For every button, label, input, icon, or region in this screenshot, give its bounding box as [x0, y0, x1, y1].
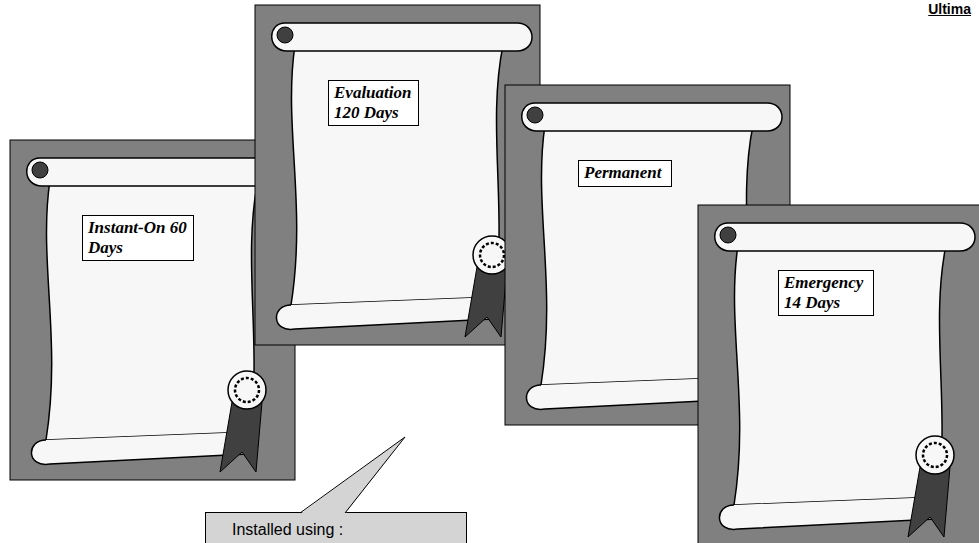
callout-bubble: Installed using : — [205, 512, 467, 543]
license-text: Instant-On 60 Days — [88, 218, 188, 257]
license-label: Evaluation 120 Days — [328, 80, 419, 126]
license-text: Emergency 14 Days — [784, 273, 868, 312]
license-label: Permanent — [578, 160, 672, 187]
license-text: Permanent — [584, 163, 666, 183]
license-text: Evaluation 120 Days — [334, 83, 413, 122]
section-heading: Ultima — [928, 1, 971, 17]
callout-text: Installed using : — [232, 520, 456, 539]
license-label: Instant-On 60 Days — [82, 215, 194, 261]
license-label: Emergency 14 Days — [778, 270, 874, 316]
